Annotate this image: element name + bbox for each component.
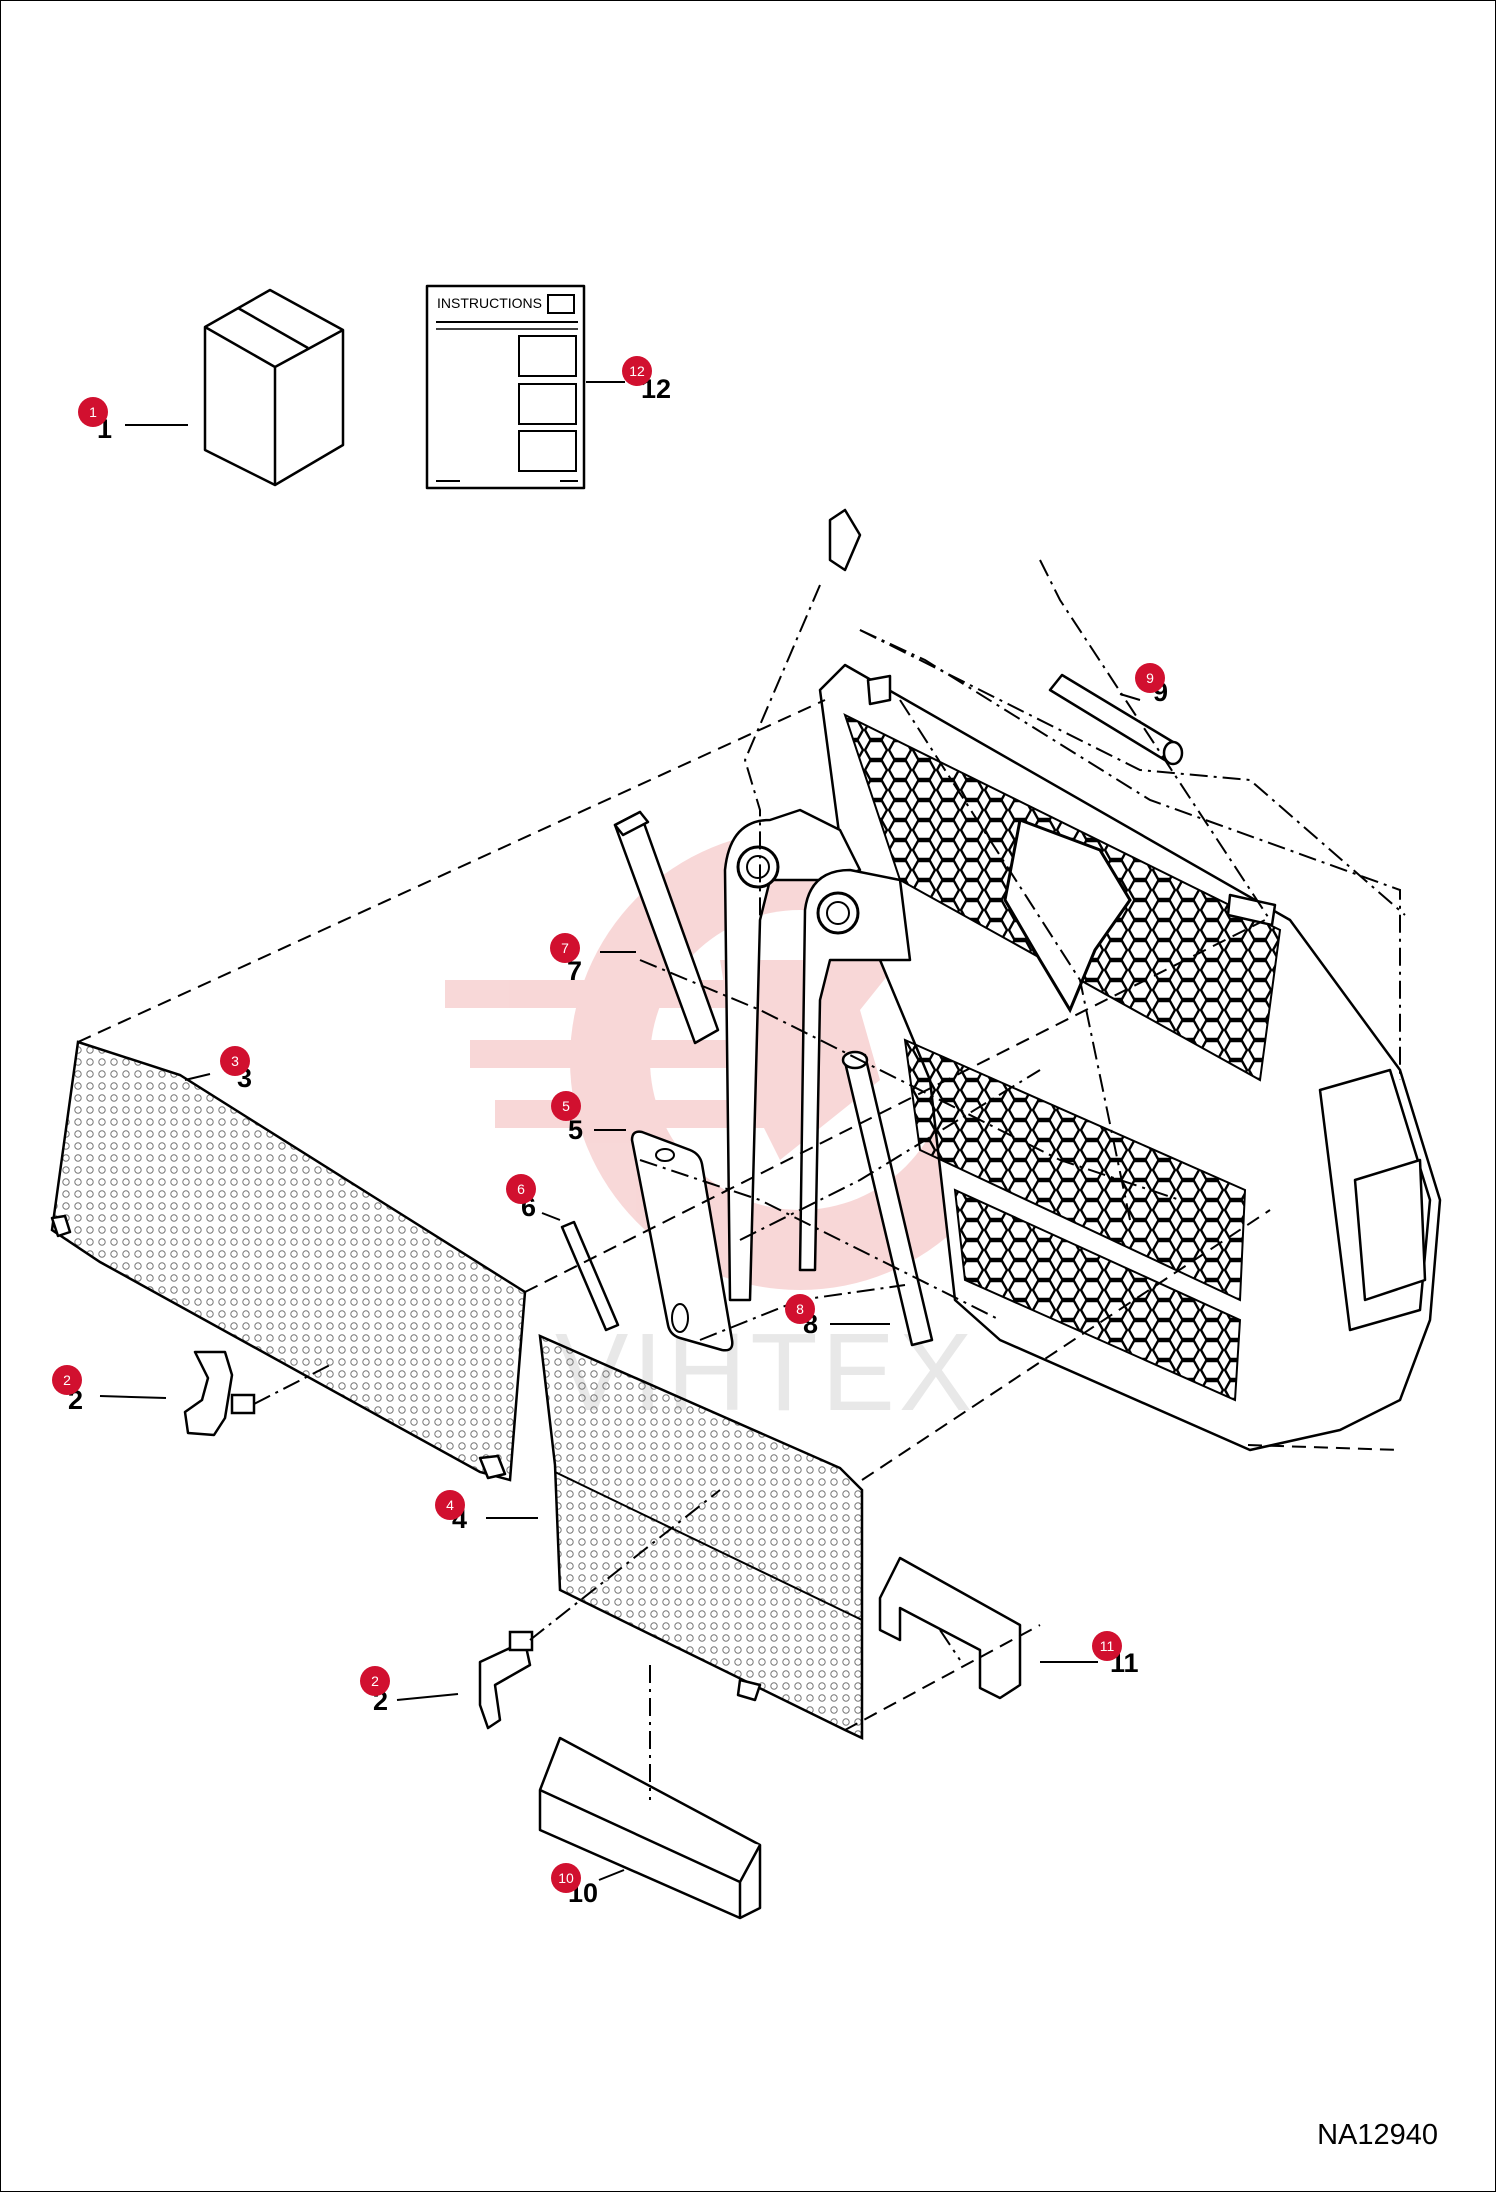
callout-3[interactable]: 3 [220, 1046, 250, 1076]
svg-text:2: 2 [63, 1372, 71, 1388]
callout-9[interactable]: 9 [1135, 663, 1165, 693]
plate-part-5 [630, 1130, 734, 1352]
callout-12[interactable]: 12 [622, 356, 652, 386]
svg-text:8: 8 [796, 1301, 804, 1317]
tube-part-8 [841, 1050, 934, 1347]
callout-6[interactable]: 6 [506, 1174, 536, 1204]
lift-arms [723, 808, 912, 1302]
callout-2b[interactable]: 2 [360, 1666, 390, 1696]
svg-text:5: 5 [568, 1115, 583, 1145]
callout-8[interactable]: 8 [785, 1294, 815, 1324]
block-part-10 [538, 1736, 762, 1920]
svg-text:2: 2 [371, 1673, 379, 1689]
instructions-sheet: INSTRUCTIONS [425, 284, 586, 490]
callout-2a[interactable]: 2 [52, 1365, 82, 1395]
svg-text:7: 7 [567, 956, 582, 986]
svg-text:9: 9 [1146, 670, 1154, 686]
rod-part-9 [1048, 673, 1184, 766]
callout-1[interactable]: 1 [78, 397, 108, 427]
latch-part-2a [183, 1350, 256, 1437]
svg-text:4: 4 [446, 1497, 454, 1513]
callout-10[interactable]: 10 [551, 1863, 581, 1893]
instructions-title: INSTRUCTIONS [437, 295, 542, 311]
svg-text:7: 7 [561, 940, 569, 956]
leader-lines [99, 693, 1141, 1881]
panel-part-3 [50, 1040, 527, 1482]
svg-text:3: 3 [231, 1053, 239, 1069]
callout-5[interactable]: 5 [551, 1091, 581, 1121]
svg-text:6: 6 [517, 1181, 525, 1197]
callout-7[interactable]: 7 [550, 933, 580, 963]
callout-4[interactable]: 4 [435, 1490, 465, 1520]
panel-part-4 [538, 1333, 864, 1740]
latch-part-2b [478, 1630, 534, 1730]
assembly-lines [77, 559, 1406, 1800]
kit-box [203, 288, 345, 487]
strip-part-6 [560, 1220, 620, 1332]
svg-text:5: 5 [562, 1098, 570, 1114]
svg-text:11: 11 [1100, 1638, 1115, 1654]
bar-part-7 [613, 810, 720, 1045]
callout-11[interactable]: 11 [1092, 1631, 1122, 1661]
svg-text:1: 1 [89, 404, 97, 420]
svg-text:10: 10 [558, 1870, 574, 1886]
svg-text:12: 12 [629, 363, 645, 379]
bracket-part-11 [878, 1556, 1022, 1700]
machine-front [818, 508, 1442, 1452]
drawing-code: NA12940 [1317, 2119, 1438, 2151]
